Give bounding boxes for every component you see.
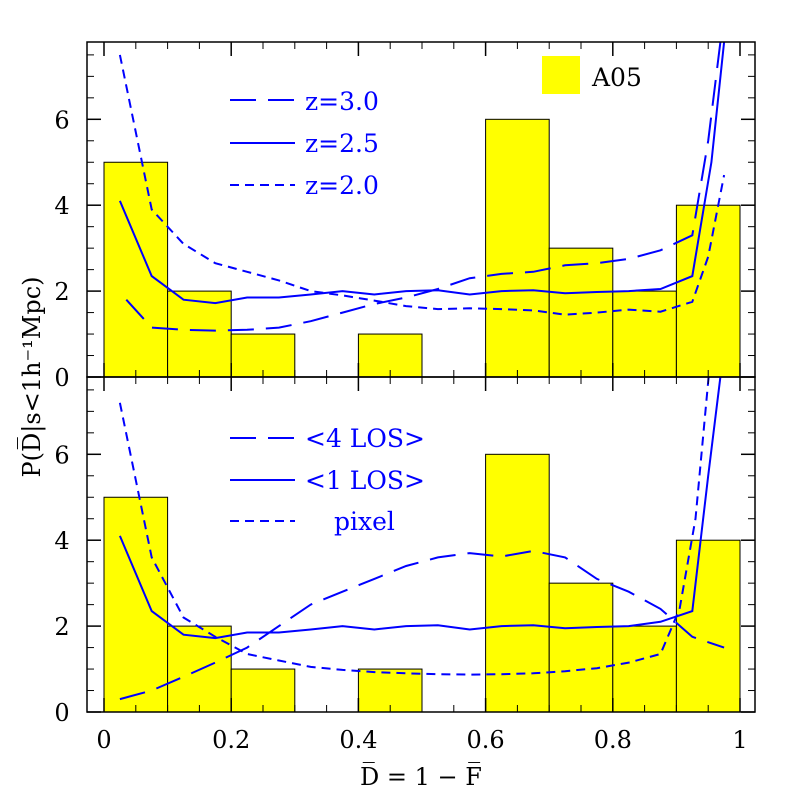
- legend-label-series-1: <4 LOS>: [305, 424, 425, 453]
- top-y-tick-label: 6: [54, 106, 69, 134]
- top-histogram: [103, 118, 741, 377]
- bottom-series-line-0: [119, 549, 725, 701]
- legend-label-a05: A05: [591, 63, 642, 92]
- bottom-x-tick-label: 0.4: [339, 726, 377, 754]
- top-histogram-bar-6: [485, 118, 550, 377]
- bottom-x-tick-label: 0.6: [467, 726, 505, 754]
- bottom-x-tick-label: 0.8: [594, 726, 632, 754]
- bottom-histogram-bar-7: [548, 582, 614, 712]
- bottom-histogram-bar-2: [230, 668, 296, 712]
- top-histogram-bar-2: [230, 333, 296, 377]
- bottom-histogram-bar-8: [612, 625, 677, 712]
- legend-swatch-a05: [542, 56, 580, 94]
- bottom-panel: 0 2 4 6 0 0.2 0.4 0.6 0.8 1 <4 LOS> <1 LOS> pixel: [54, 376, 756, 754]
- bottom-ticks: 0 2 4 6 0 0.2 0.4 0.6 0.8 1: [54, 377, 755, 754]
- bottom-series-line-1: [118, 377, 722, 640]
- top-legend: A05 z=3.0 z=2.5 z=2.0: [230, 56, 642, 200]
- top-histogram-bar-9: [675, 204, 741, 377]
- bottom-x-tick-label: 1: [732, 726, 747, 754]
- legend-label-series-2: <1 LOS>: [305, 466, 425, 495]
- bottom-y-tick-label: 4: [54, 527, 69, 555]
- bottom-x-tick-label: 0: [96, 726, 111, 754]
- top-histogram-bar-8: [612, 290, 677, 377]
- bottom-y-tick-label: 0: [54, 699, 69, 727]
- bottom-series-lines: [118, 377, 725, 701]
- bottom-legend: <4 LOS> <1 LOS> pixel: [230, 424, 425, 536]
- top-y-tick-label: 4: [54, 192, 69, 220]
- bottom-histogram-bar-0: [103, 496, 169, 712]
- shared-y-axis-label: P(D̅|s<1h⁻¹Mpc): [18, 276, 47, 477]
- legend-label-series-2: z=2.5: [305, 129, 379, 158]
- top-histogram-bar-0: [103, 161, 169, 377]
- top-series-line-0: [125, 42, 722, 332]
- bottom-y-tick-label: 6: [54, 441, 69, 469]
- bottom-y-tick-label: 2: [54, 613, 69, 641]
- x-axis-label: D̅ = 1 − F̅: [360, 763, 482, 791]
- bottom-series-line-2: [118, 377, 710, 676]
- top-panel: 0 2 4 6 A05 z=3.0 z=2.5 z=2.0: [54, 41, 756, 392]
- legend-label-series-1: z=3.0: [305, 87, 379, 116]
- top-series-line-1: [118, 42, 726, 305]
- legend-label-series-3: pixel: [334, 507, 395, 536]
- legend-label-series-3: z=2.0: [305, 171, 379, 200]
- top-histogram-bar-4: [357, 333, 423, 377]
- bottom-histogram-bar-4: [357, 668, 423, 712]
- bottom-panel-frame: [86, 376, 756, 713]
- top-series-line-2: [118, 54, 726, 316]
- top-y-tick-label: 2: [54, 278, 69, 306]
- bottom-histogram-bar-6: [485, 453, 550, 712]
- top-y-tick-label: 0: [54, 364, 69, 392]
- top-series-lines: [118, 42, 726, 332]
- bottom-x-tick-label: 0.2: [212, 726, 250, 754]
- top-histogram-bar-1: [167, 290, 232, 377]
- bottom-histogram-bar-9: [675, 539, 741, 712]
